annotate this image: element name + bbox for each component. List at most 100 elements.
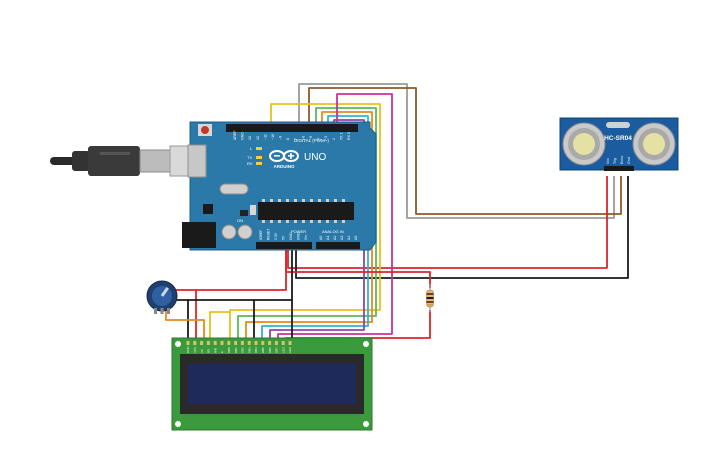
pin-label: ~11 [263,134,267,140]
pin-label: TX 1 [339,132,343,140]
lcd-pin[interactable] [261,341,265,345]
lcd-pin-label: DB4 [254,347,258,353]
digital-header-label: DIGITAL (PWM~) [294,138,329,143]
rx-led-label: RX [247,161,253,166]
pin-label: ~6 [301,136,305,140]
lcd-pin-label: RW [213,348,217,353]
wire-gray-trig[interactable] [298,83,615,219]
pin-label: A0 [319,236,323,240]
pin-label: ~9 [279,136,283,140]
pin-label: A4 [347,236,351,240]
lcd-pin[interactable] [254,341,258,345]
tx-led-label: TX [247,155,252,160]
lcd-pin[interactable] [206,341,210,345]
pin-label: AREF [233,130,237,140]
lcd-pin[interactable] [186,341,190,345]
atmega-chip [258,202,354,220]
sensor-model: HC-SR04 [604,135,632,142]
lcd-pin[interactable] [268,341,272,345]
lcd-pin[interactable] [281,341,285,345]
lcd-pin[interactable] [193,341,197,345]
lcd-pin-label: VCC [193,346,197,353]
wire-orange-pot-wiper[interactable] [165,310,205,342]
wire-red-resistor[interactable] [285,244,431,288]
lcd-pin[interactable] [234,341,238,345]
analog-header[interactable] [316,242,360,249]
sensor-transducer-left [562,122,606,166]
wire-yellow[interactable] [229,103,381,342]
pin-label: ~3 [324,136,328,140]
lcd-pin[interactable] [240,341,244,345]
pin-label: 3.3V [274,232,278,240]
lcd-pin[interactable] [227,341,231,345]
lcd-pin-label: GND [186,346,190,354]
l-led-label: L [250,146,253,151]
lcd-pin-label: LED [281,346,285,353]
wire-brown-echo[interactable] [308,87,622,215]
pin-label: 13 [248,136,252,140]
lcd-pin[interactable] [220,341,224,345]
pin-label: RESET [267,229,271,240]
pin-label: GND [297,232,301,240]
wire-black-lcd-gnd[interactable] [187,244,293,342]
wire-yellow-rs[interactable] [209,311,230,342]
sensor-transducer-right [632,122,676,166]
power-header-label: POWER [291,229,306,234]
board-model: UNO [304,152,326,163]
lcd-pin[interactable] [274,341,278,345]
pin-label: ~5 [309,136,313,140]
digital-header[interactable] [226,124,358,132]
lcd-pin-label: DB5 [261,347,265,353]
lcd-pin-header [186,341,292,345]
wire-magenta[interactable] [277,93,393,342]
board-brand: ARDUINO [274,164,295,169]
lcd-pin-label: E [220,351,224,353]
pin-label: GND [241,132,245,140]
lcd-screen [188,364,356,404]
lcd-pin-label: DB2 [241,347,245,353]
pin-label: A5 [354,236,358,240]
pin-label: 7 [294,138,298,140]
lcd-pin-label: V0 [200,349,204,353]
lcd-pin[interactable] [247,341,251,345]
power-header[interactable] [256,242,312,249]
lcd-pin[interactable] [200,341,204,345]
pin-label: IOREF [259,230,263,240]
lcd-pin-label: DB7 [275,347,279,353]
lcd-pin-label: DB6 [268,347,272,353]
resistor[interactable] [426,284,434,312]
lcd-pin[interactable] [213,341,217,345]
sensor-pin-label: Vcc [606,158,610,164]
lcd-pin-label: DB1 [234,347,238,353]
pin-label: A2 [333,236,337,240]
pin-label: ~10 [271,134,275,140]
wire-red-sensor-vcc[interactable] [287,176,608,269]
sensor-pin-label: Trig [613,158,617,164]
pin-label: Vin [304,235,308,240]
wire-black-sensor-gnd[interactable] [295,176,629,279]
lcd-pin-label: RS [207,349,211,353]
pin-label: 2 [332,138,336,140]
lcd-pin-label: DB0 [227,347,231,353]
usb-cable [50,145,205,177]
lcd-pin-label: DB3 [247,347,251,353]
pin-label: RX 0 [347,132,351,140]
pin-label: 8 [286,138,290,140]
pin-label: 5V [282,235,286,240]
arduino-board[interactable]: ARDUINO UNO DIGITAL (PWM~) POWER ANALOG … [182,121,377,251]
potentiometer[interactable] [146,280,178,314]
sensor-pin-label: Gnd [627,157,631,164]
lcd-pin-label: LED [288,346,292,353]
pin-label: A1 [326,236,330,240]
lcd-pin[interactable] [288,341,292,345]
analog-header-label: ANALOG IN [322,229,344,234]
pin-label: 12 [256,136,260,140]
power-jack [182,222,216,248]
